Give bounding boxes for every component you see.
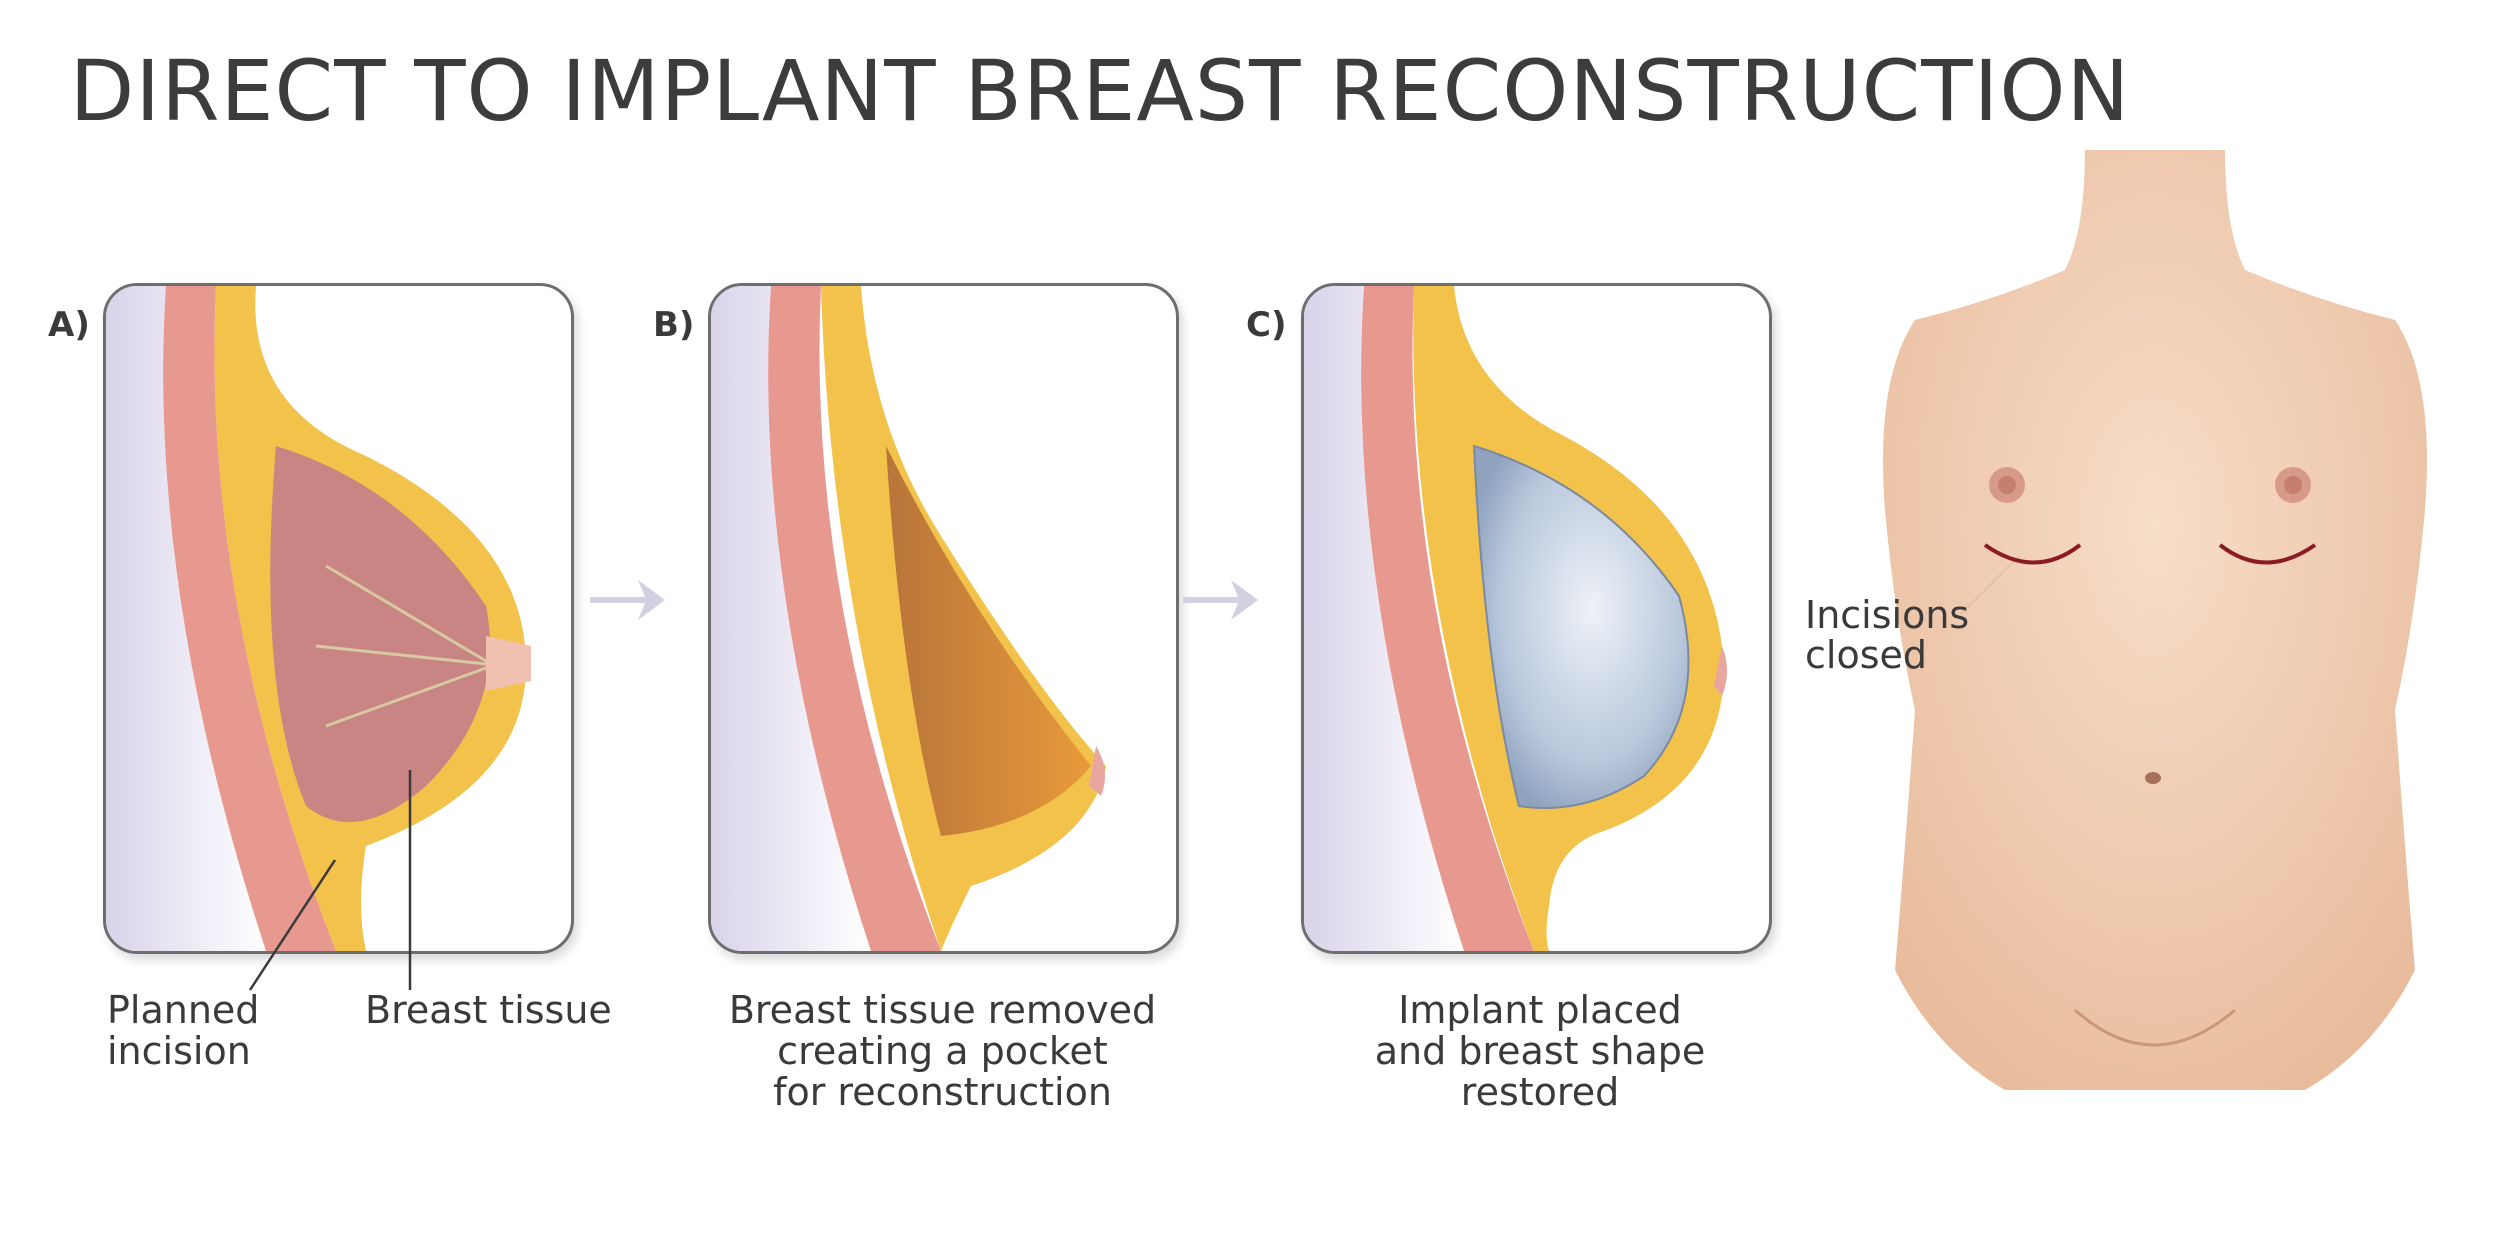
panel-b-letter: B) xyxy=(653,305,695,345)
breast-tissue-label: Breast tissue xyxy=(365,988,612,1032)
panel-b xyxy=(708,283,1179,954)
planned-incision-label: Planned incision xyxy=(107,988,260,1073)
panel-c-letter: C) xyxy=(1246,305,1287,345)
page-title: DIRECT TO IMPLANT BREAST RECONSTRUCTION xyxy=(69,42,2131,140)
breast-cross-section-tissue-removed xyxy=(711,286,1106,951)
arrow-right-icon xyxy=(1183,580,1258,620)
panel-c-caption: Implant placed and breast shape restored xyxy=(1374,988,1706,1114)
torso-front-view xyxy=(1883,150,2427,1090)
breast-cross-section-intact xyxy=(106,286,531,951)
panel-a xyxy=(103,283,574,954)
panel-a-letter: A) xyxy=(48,305,90,345)
panel-c xyxy=(1301,283,1772,954)
breast-cross-section-with-implant xyxy=(1304,286,1727,951)
arrow-right-icon xyxy=(590,580,665,620)
incisions-closed-label: Incisions closed xyxy=(1805,593,1970,677)
panel-b-caption: Breast tissue removed creating a pocket … xyxy=(728,988,1157,1114)
